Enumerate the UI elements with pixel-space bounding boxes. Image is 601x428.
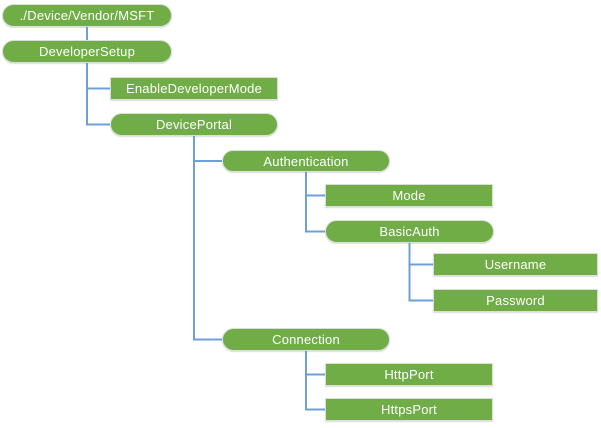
tree-node-deviceportal: DevicePortal: [110, 113, 278, 136]
tree-node-password: Password: [433, 289, 598, 312]
tree-node-basicauth: BasicAuth: [325, 220, 494, 243]
tree-node-authentication: Authentication: [222, 150, 390, 172]
tree-node-enabledevelopermode: EnableDeveloperMode: [110, 77, 278, 100]
tree-node-connection: Connection: [222, 328, 390, 351]
tree-node-httpsport: HttpsPort: [325, 398, 493, 421]
connector-developersetup-to-deviceportal: [86, 63, 110, 126]
tree-node-root: ./Device/Vendor/MSFT: [2, 4, 172, 27]
connector-authentication-to-basicauth: [305, 172, 325, 233]
tree-node-developersetup: DeveloperSetup: [2, 40, 172, 63]
tree-node-mode: Mode: [325, 184, 493, 207]
connector-connection-to-httpsport: [305, 351, 325, 411]
tree-node-username: Username: [433, 253, 598, 276]
connector-deviceportal-to-connection: [193, 136, 222, 341]
tree-node-httpport: HttpPort: [325, 363, 493, 386]
connector-basicauth-to-password: [408, 243, 433, 302]
